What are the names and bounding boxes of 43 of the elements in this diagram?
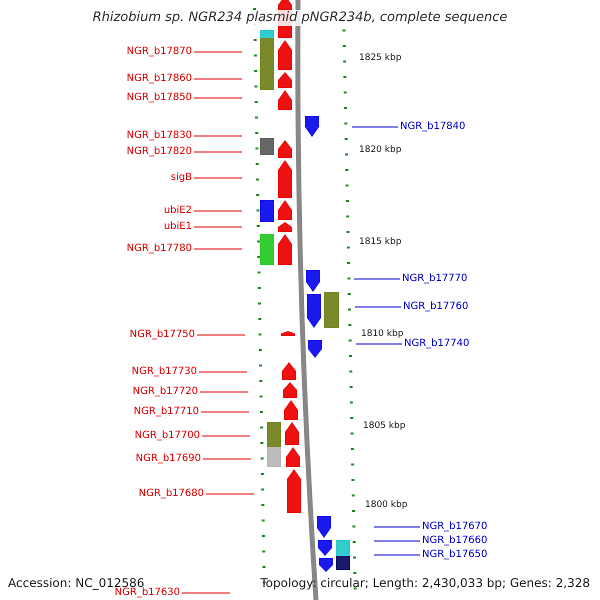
gene-label: NGR_b17860 (126, 73, 192, 85)
leader-line (182, 592, 230, 594)
gene-label: NGR_b17820 (126, 146, 192, 158)
gene-label: NGR_b17690 (136, 453, 201, 465)
leader-line (354, 306, 402, 308)
gene-label: NGR_b17840 (400, 121, 466, 133)
scale-label: 1815 kbp (359, 236, 402, 248)
scale-label: 1800 kbp (365, 499, 408, 511)
leader-line (194, 78, 242, 80)
gene-label: ubiE1 (164, 221, 192, 233)
gene-label: NGR_b17830 (126, 130, 192, 142)
gene-label: NGR_b17670 (422, 521, 488, 533)
leader-line (374, 554, 420, 556)
leader-line (374, 526, 420, 528)
gene-label: ubiE2 (164, 205, 192, 217)
gene-label: sigB (170, 172, 192, 184)
scale-label: 1820 kbp (359, 144, 402, 156)
gene-label: NGR_b17650 (422, 549, 488, 561)
leader-line (354, 278, 400, 280)
scale-label: 1805 kbp (363, 420, 406, 432)
gene-label: NGR_b17680 (138, 488, 204, 500)
gene-label: NGR_b17850 (126, 92, 192, 104)
leader-line (202, 458, 252, 460)
gene-label: NGR_b17720 (132, 386, 198, 398)
gene-label: NGR_b17740 (404, 338, 470, 350)
leader-line (194, 248, 242, 250)
leader-line (374, 540, 420, 542)
gene-label: NGR_b17770 (402, 273, 468, 285)
leader-line (194, 226, 242, 228)
gene-label: NGR_b17660 (422, 535, 488, 547)
gene-label: NGR_b17700 (134, 430, 200, 442)
gene-label: NGR_b17870 (126, 46, 192, 58)
scale-label: 1810 kbp (361, 328, 404, 340)
gene-label: NGR_b17760 (403, 301, 468, 313)
gene-label: NGR_b17710 (134, 406, 199, 418)
leader-line (196, 334, 246, 336)
gene-label: NGR_b17750 (130, 329, 195, 341)
scale-label: 1825 kbp (359, 52, 402, 64)
gene-label: NGR_b17780 (126, 243, 192, 255)
topology-text: Topology: circular; Length: 2,430,033 bp; Genes: 2,328 (260, 576, 590, 590)
leader-line (194, 210, 242, 212)
gene-label: NGR_b17730 (132, 366, 197, 378)
leader-line (352, 126, 398, 128)
